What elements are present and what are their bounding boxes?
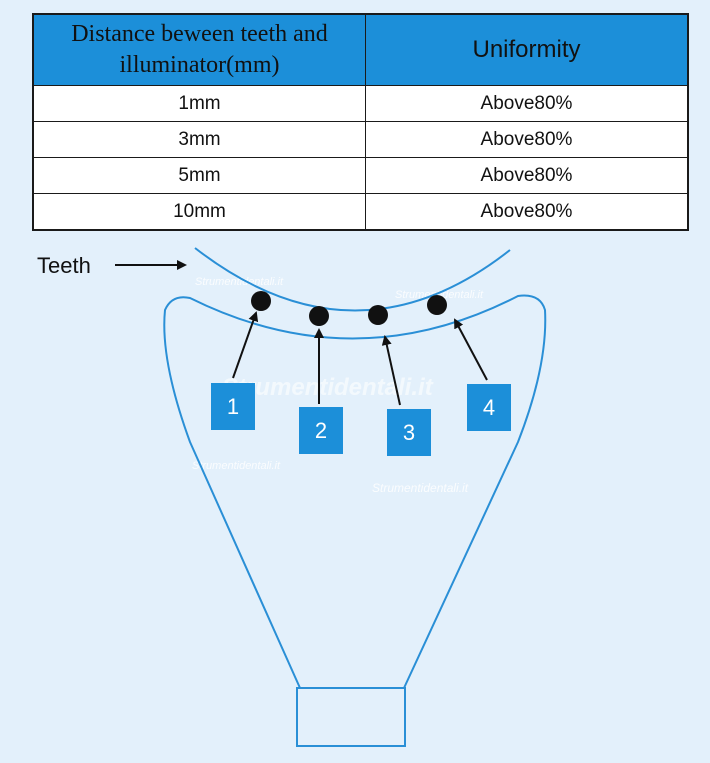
point-marker-1: 1 (211, 383, 255, 430)
teeth-arc (194, 247, 511, 312)
uniformity-column-header: Uniformity (365, 13, 689, 86)
distance-header-line-2: illuminator(mm) (119, 52, 280, 78)
test-point-2 (309, 306, 329, 326)
distance-column-header: Distance beween teeth and illuminator(mm… (32, 13, 366, 86)
watermark-text: Strumentidentali.it (395, 289, 484, 301)
point-marker-4: 4 (467, 384, 511, 431)
uniformity-table: Distance beween teeth and illuminator(mm… (32, 13, 689, 231)
test-point-4 (427, 295, 447, 315)
point-marker-2: 2 (299, 407, 343, 454)
uniformity-cell: Above80% (365, 85, 689, 122)
illuminator-outline (163, 294, 547, 689)
test-point-3 (368, 305, 388, 325)
watermark-text: Strumentidentali.it (195, 276, 284, 288)
test-point-1 (251, 291, 271, 311)
uniformity-cell: Above80% (365, 193, 689, 231)
distance-cell: 10mm (32, 193, 366, 231)
arrow-marker-1 (232, 311, 259, 379)
arrow-marker-4 (454, 318, 488, 381)
watermark-text: Strumentidentali.it (192, 460, 281, 472)
distance-cell: 5mm (32, 157, 366, 194)
uniformity-cell: Above80% (365, 157, 689, 194)
table-row: 10mm Above80% (32, 193, 689, 231)
arrow-marker-3 (381, 335, 401, 406)
point-marker-3: 3 (387, 409, 431, 456)
table-header-row: Distance beween teeth and illuminator(mm… (32, 13, 689, 86)
distance-header-line-1: Distance beween teeth and (71, 21, 328, 47)
watermark-text: Strumentidentali.it (372, 481, 469, 495)
table-row: 5mm Above80% (32, 157, 689, 194)
teeth-label: Teeth (37, 253, 91, 278)
illuminator-handle (296, 687, 406, 747)
